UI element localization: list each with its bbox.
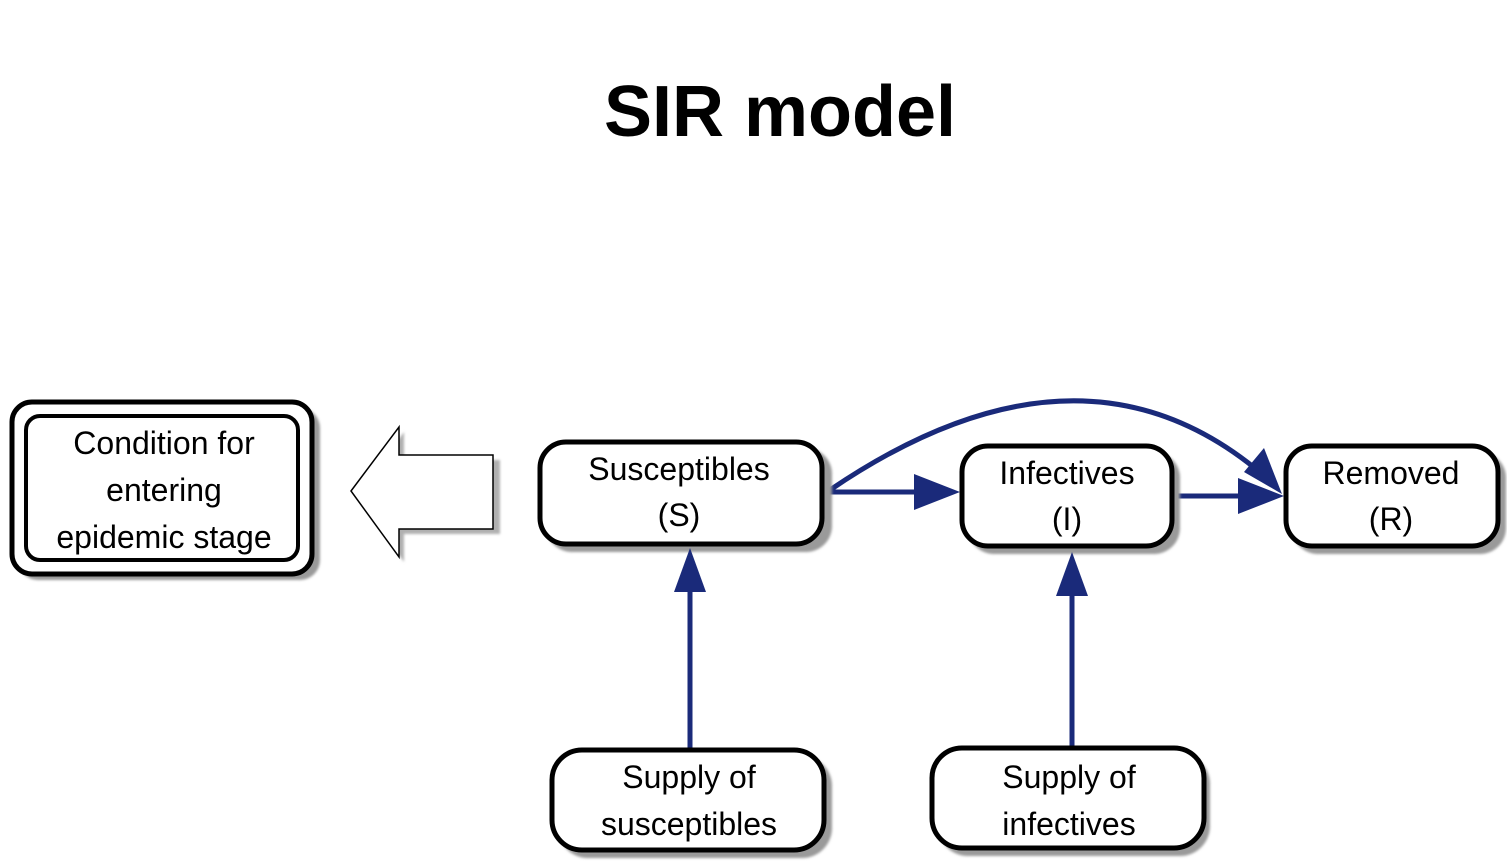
node-infectives-line-1: Infectives: [999, 455, 1134, 491]
edge-i-to-r-arrowhead: [1238, 478, 1284, 514]
node-supply-susceptibles: Supply of susceptibles: [549, 747, 832, 858]
node-susceptibles-line-1: Susceptibles: [588, 451, 769, 487]
node-supply-susceptibles-line-1: Supply of: [622, 759, 756, 795]
diagram-title: SIR model: [604, 72, 956, 152]
node-condition-line-1: Condition for: [73, 425, 255, 461]
node-condition-line-2: entering: [106, 472, 222, 508]
edge-s-to-r-curve: [828, 398, 1264, 493]
node-supply-susceptibles-line-2: susceptibles: [601, 806, 777, 842]
edge-s-to-r-arrowhead: [1244, 448, 1282, 494]
node-supply-infectives-line-1: Supply of: [1002, 759, 1136, 795]
hollow-left-arrow: [350, 424, 500, 562]
node-infectives: Infectives (I): [959, 443, 1180, 554]
node-susceptibles: Susceptibles (S): [537, 439, 832, 552]
node-susceptibles-line-2: (S): [658, 497, 701, 533]
node-condition: Condition for entering epidemic stage: [9, 399, 320, 580]
node-condition-line-3: epidemic stage: [56, 519, 271, 555]
node-supply-infectives: Supply of infectives: [929, 745, 1210, 856]
node-removed-line-2: (R): [1369, 501, 1413, 537]
edge-s-to-i-arrowhead: [914, 474, 960, 510]
node-removed: Removed (R): [1283, 443, 1506, 554]
edge-supply-i-arrowhead: [1056, 552, 1088, 596]
edge-supply-s-arrowhead: [674, 548, 706, 592]
node-removed-line-1: Removed: [1323, 455, 1460, 491]
node-supply-infectives-line-2: infectives: [1002, 806, 1135, 842]
node-infectives-line-2: (I): [1052, 501, 1082, 537]
